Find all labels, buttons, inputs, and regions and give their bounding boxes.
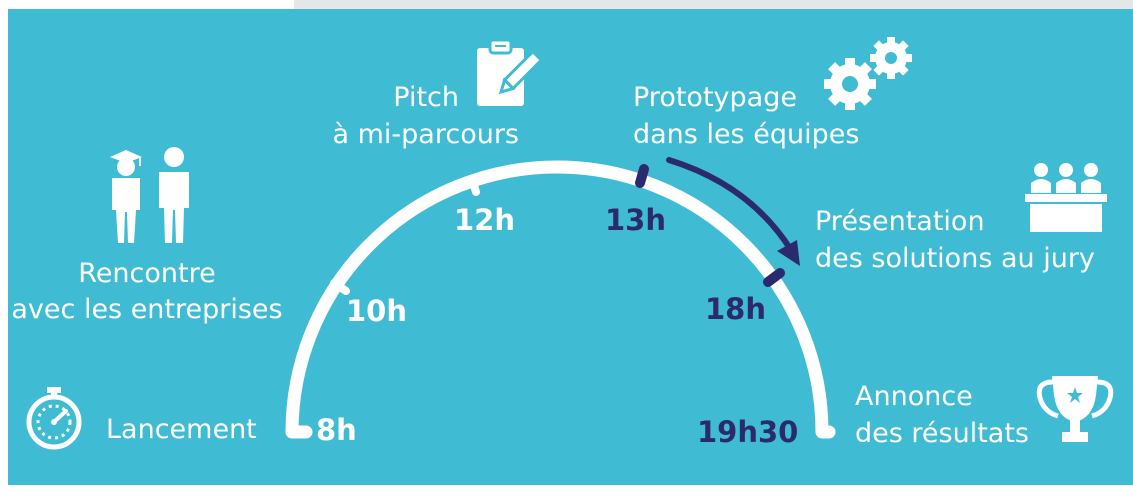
label-pitch-2: à mi-parcours (332, 119, 519, 150)
timeline-arc (285, 160, 836, 439)
tick-10h (330, 279, 350, 295)
label-lancement: Lancement (106, 414, 257, 445)
jury-table-icon (1025, 163, 1107, 232)
time-label-8h: 8h (316, 413, 357, 447)
infographic-panel (8, 9, 1133, 485)
time-label-10h: 10h (346, 294, 407, 328)
stopwatch-icon (26, 387, 82, 450)
label-prototypage-2: dans les équipes (633, 119, 859, 150)
label-annonce-1: Annonce (855, 381, 973, 412)
time-label-12h: 12h (454, 203, 515, 237)
label-rencontre-1: Rencontre (78, 258, 215, 289)
time-label-19h30: 19h30 (697, 415, 798, 449)
clipboard-pencil-icon (477, 38, 544, 106)
tick-18h (763, 268, 785, 287)
tick-12h (468, 175, 480, 196)
tick-13h (635, 164, 649, 188)
label-prototypage-1: Prototypage (633, 82, 797, 113)
gears-icon (824, 37, 912, 110)
label-pitch-1: Pitch (393, 82, 459, 113)
arrow-head (777, 240, 800, 266)
time-label-18h: 18h (705, 292, 766, 326)
label-presentation-2: des solutions au jury (815, 243, 1095, 274)
trophy-icon (1036, 376, 1114, 442)
time-label-13h: 13h (605, 203, 666, 237)
label-presentation-1: Présentation (815, 206, 985, 237)
top-bar-grey-strip (294, 0, 1133, 9)
people-icon (110, 147, 189, 243)
label-annonce-2: des résultats (855, 418, 1029, 449)
label-rencontre-2: avec les entreprises (11, 294, 282, 325)
progress-arrow (666, 157, 794, 253)
